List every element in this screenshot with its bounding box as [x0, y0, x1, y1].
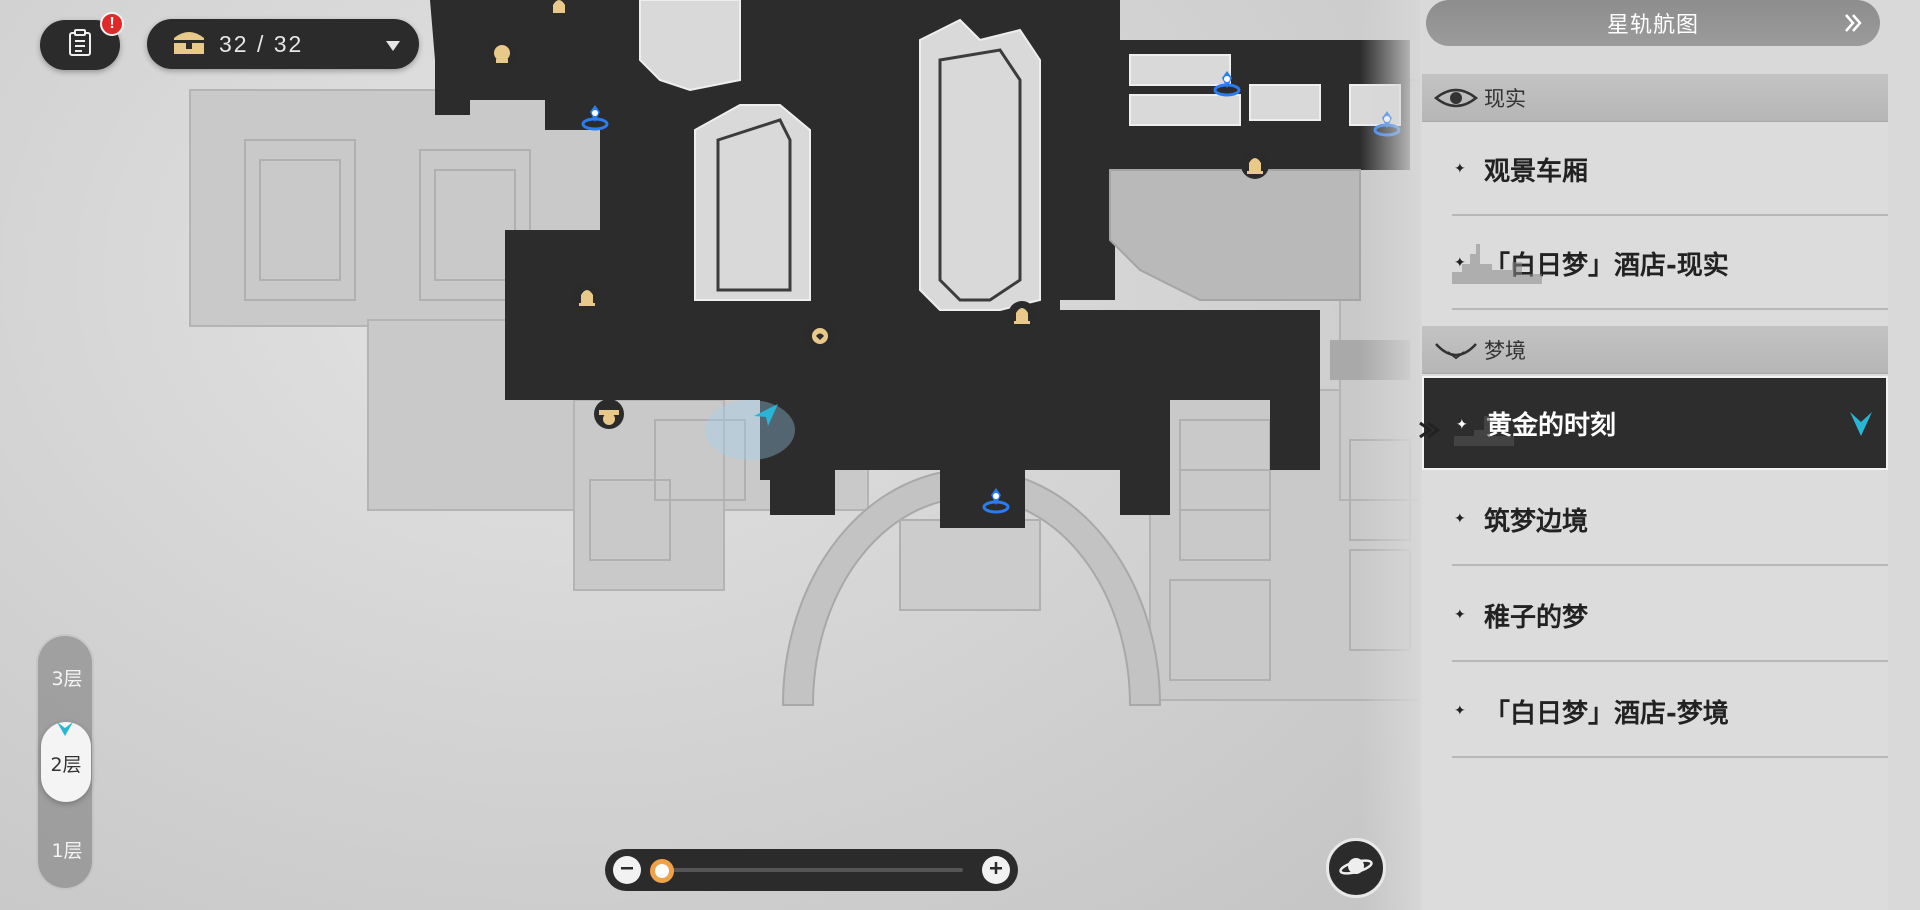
vendor-icon[interactable] — [803, 318, 837, 352]
location-item[interactable]: ✦ 「白日梦」酒店-现实 — [1422, 216, 1888, 310]
planet-button[interactable] — [1326, 838, 1386, 898]
planet-icon — [1338, 851, 1374, 885]
location-item[interactable]: ✦ 稚子的梦 — [1422, 568, 1888, 662]
vendor-icon[interactable] — [485, 37, 519, 71]
location-item[interactable]: ✦ 筑梦边境 — [1422, 472, 1888, 566]
location-item-selected[interactable]: ✦ 黄金的时刻 — [1419, 376, 1888, 470]
chest-icon — [171, 28, 207, 60]
location-label: 「白日梦」酒店-梦境 — [1484, 698, 1729, 729]
sparkle-icon: ✦ — [1454, 255, 1466, 271]
floor-2-button[interactable]: 2层 — [41, 722, 91, 802]
sparkle-icon: ✦ — [1454, 511, 1466, 527]
chest-count: 32 / 32 — [219, 30, 304, 57]
floor-3-button[interactable]: 3层 — [51, 668, 83, 690]
dream-icon — [1434, 340, 1478, 367]
map-canvas[interactable] — [0, 0, 1420, 910]
floor-2-label: 2层 — [50, 754, 82, 776]
sparkle-icon: ✦ — [1456, 417, 1468, 433]
section-title: 梦境 — [1484, 338, 1526, 363]
task-list-icon — [68, 29, 92, 61]
double-chevron-right-icon — [1842, 12, 1864, 40]
bell-icon[interactable] — [570, 280, 604, 314]
current-floor-marker-icon — [55, 720, 75, 742]
bell-icon[interactable] — [542, 0, 576, 24]
sparkle-icon: ✦ — [1454, 703, 1466, 719]
teleport-anchor-icon[interactable] — [979, 483, 1013, 517]
location-label: 观景车厢 — [1484, 156, 1589, 187]
location-item[interactable]: ✦ 观景车厢 — [1422, 122, 1888, 216]
zoom-in-button[interactable] — [982, 856, 1010, 884]
sparkle-icon: ✦ — [1454, 161, 1466, 177]
alert-badge: ! — [100, 12, 124, 36]
zoom-out-icon — [619, 860, 635, 880]
city-silhouette-icon — [1452, 234, 1572, 291]
sparkle-icon: ✦ — [1454, 607, 1466, 623]
map-edge-fade — [1360, 0, 1420, 910]
vendor-icon[interactable] — [592, 397, 626, 431]
section-header-dreamscape: 梦境 — [1422, 326, 1888, 374]
bell-icon[interactable] — [1238, 148, 1272, 182]
teleport-anchor-icon[interactable] — [578, 100, 612, 134]
section-header-reality: 现实 — [1422, 74, 1888, 122]
current-location-marker-icon — [1848, 410, 1874, 445]
zoom-in-icon — [988, 860, 1004, 880]
location-label: 筑梦边境 — [1484, 506, 1589, 537]
zoom-out-button[interactable] — [613, 856, 641, 884]
eye-icon — [1433, 84, 1479, 117]
zoom-control — [605, 849, 1018, 891]
zoom-slider-track[interactable] — [665, 868, 963, 872]
location-label: 黄金的时刻 — [1486, 410, 1617, 441]
player-arrow-icon — [748, 398, 782, 432]
city-silhouette-icon — [1454, 396, 1534, 453]
location-item[interactable]: ✦ 「白日梦」酒店-梦境 — [1422, 664, 1888, 758]
selection-pointer-icon — [1418, 416, 1441, 446]
bell-icon[interactable] — [1005, 298, 1039, 332]
star-rail-map-panel: 星轨航图 现实 ✦ 观景车厢 ✦ 「白日梦」酒店-现实 — [1419, 0, 1920, 910]
teleport-anchor-icon[interactable] — [1210, 66, 1244, 100]
chest-counter-dropdown[interactable]: 32 / 32 — [147, 19, 419, 69]
dropdown-arrow-icon — [385, 37, 401, 56]
location-list: 现实 ✦ 观景车厢 ✦ 「白日梦」酒店-现实 梦境 — [1419, 74, 1888, 910]
floor-1-button[interactable]: 1层 — [51, 840, 83, 862]
star-rail-map-button[interactable]: 星轨航图 — [1426, 0, 1880, 46]
section-title: 现实 — [1484, 86, 1526, 111]
map-floorplan — [189, 0, 1420, 706]
floor-selector: 3层 2层 1层 — [36, 634, 94, 890]
location-label: 稚子的梦 — [1484, 602, 1589, 633]
panel-title: 星轨航图 — [1606, 13, 1699, 38]
zoom-slider-handle[interactable] — [650, 859, 674, 883]
